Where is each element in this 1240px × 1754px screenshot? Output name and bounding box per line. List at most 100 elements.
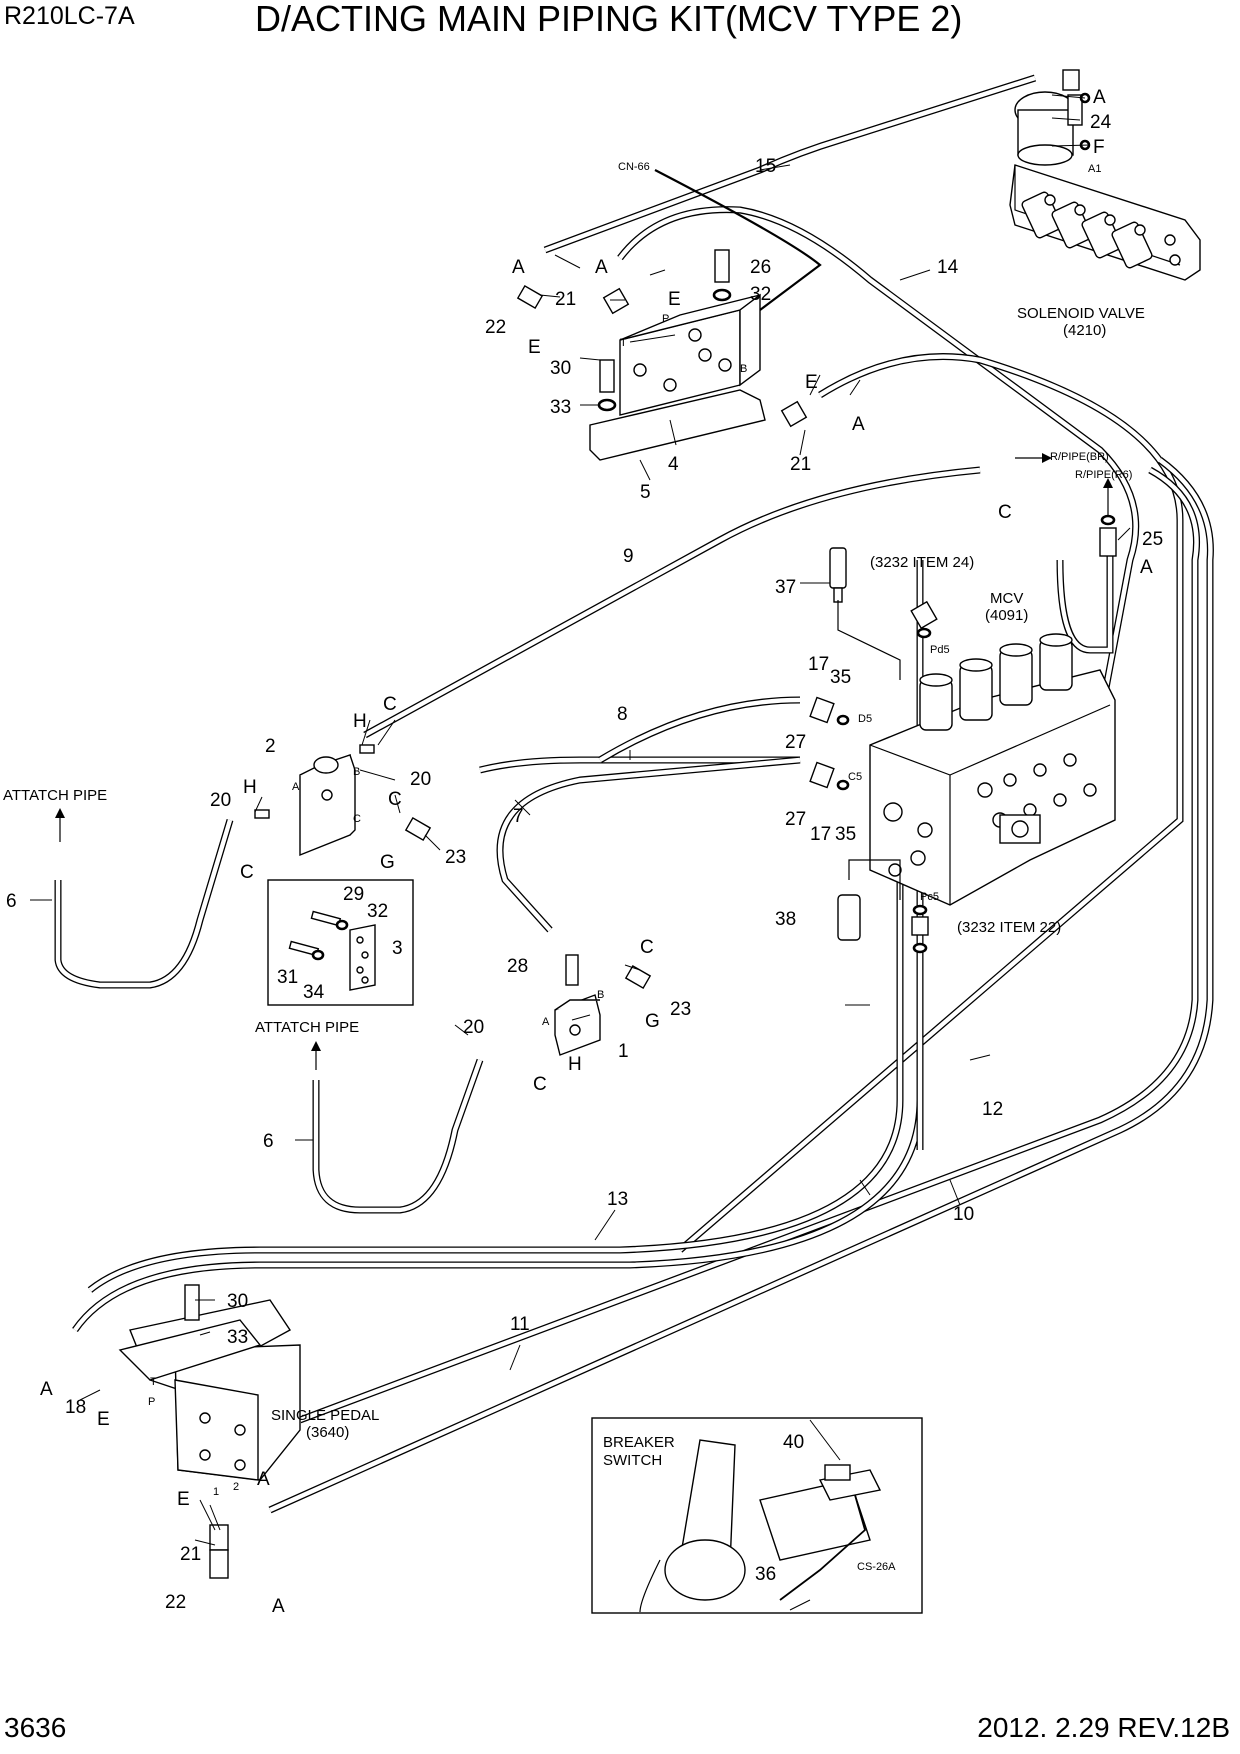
page-title: D/ACTING MAIN PIPING KIT(MCV TYPE 2) bbox=[255, 0, 963, 39]
connector-cs26a-label: CS-26A bbox=[857, 1561, 896, 1573]
callout-24: 24 bbox=[1090, 112, 1112, 133]
callout-a: A bbox=[1140, 557, 1153, 578]
pipe-lines bbox=[54, 74, 1214, 1514]
ref-item-24-label: (3232 ITEM 24) bbox=[870, 554, 974, 571]
page-number: 3636 bbox=[4, 1712, 67, 1743]
mcv-label-2: (4091) bbox=[985, 607, 1028, 624]
port-pd5-label: Pd5 bbox=[930, 644, 950, 656]
callout-a: A bbox=[40, 1379, 53, 1400]
callout-30: 30 bbox=[227, 1291, 248, 1312]
callout-35: 35 bbox=[835, 824, 856, 845]
callout-h: H bbox=[243, 777, 257, 798]
callout-c: C bbox=[240, 862, 254, 883]
port-d5-label: D5 bbox=[858, 713, 872, 725]
pedal-port-p: P bbox=[148, 1396, 155, 1408]
callout-37: 37 bbox=[775, 577, 796, 598]
solenoid-valve-label-1: SOLENOID VALVE bbox=[1017, 305, 1145, 322]
callout-28: 28 bbox=[507, 956, 528, 977]
callout-32: 32 bbox=[367, 901, 388, 922]
port-p-label: P bbox=[662, 313, 669, 325]
callout-9: 9 bbox=[623, 546, 634, 567]
callout-22: 22 bbox=[485, 317, 506, 338]
callout-7: 7 bbox=[513, 806, 524, 827]
callout-3: 3 bbox=[392, 938, 403, 959]
callout-22: 22 bbox=[165, 1592, 186, 1613]
callout-35: 35 bbox=[830, 667, 851, 688]
callout-20: 20 bbox=[210, 790, 231, 811]
callout-25: 25 bbox=[1142, 529, 1163, 550]
callout-c: C bbox=[383, 694, 397, 715]
callout-27: 27 bbox=[785, 809, 806, 830]
revision-date: 2012. 2.29 REV.12B bbox=[977, 1712, 1230, 1743]
callout-e: E bbox=[177, 1489, 190, 1510]
callout-h: H bbox=[568, 1054, 582, 1075]
ref-item-22-label: (3232 ITEM 22) bbox=[957, 919, 1061, 936]
callout-2: 2 bbox=[265, 736, 276, 757]
callout-c: C bbox=[388, 789, 402, 810]
callout-6: 6 bbox=[6, 891, 17, 912]
callout-e: E bbox=[97, 1409, 110, 1430]
callout-g: G bbox=[645, 1011, 660, 1032]
breaker-switch-label-1: BREAKER bbox=[603, 1434, 675, 1451]
breaker-switch-inset: BREAKER SWITCH CS-26A bbox=[591, 1417, 923, 1614]
single-pedal-label-1: SINGLE PEDAL bbox=[271, 1407, 379, 1424]
callout-5: 5 bbox=[640, 482, 651, 503]
callout-36: 36 bbox=[755, 1564, 776, 1585]
callout-38: 38 bbox=[775, 909, 796, 930]
port-b-label: B bbox=[740, 363, 747, 375]
callout-a: A bbox=[512, 257, 525, 278]
callout-13: 13 bbox=[607, 1189, 628, 1210]
breaker-switch-label-2: SWITCH bbox=[603, 1452, 662, 1469]
callout-c: C bbox=[998, 502, 1012, 523]
solenoid-valve-assembly: A1 SOLENOID VALVE (4210) bbox=[1009, 69, 1201, 339]
callout-23: 23 bbox=[445, 847, 466, 868]
callout-18: 18 bbox=[65, 1397, 86, 1418]
callout-20: 20 bbox=[410, 769, 431, 790]
callout-20: 20 bbox=[463, 1017, 484, 1038]
rpipe-r6-label: R/PIPE(R6) bbox=[1075, 469, 1132, 481]
callout-1: 1 bbox=[618, 1041, 629, 1062]
callout-a: A bbox=[272, 1596, 285, 1617]
detail-box bbox=[267, 879, 414, 1006]
callout-33: 33 bbox=[227, 1327, 248, 1348]
pedal-port-1: 1 bbox=[213, 1486, 219, 1498]
callout-23: 23 bbox=[670, 999, 691, 1020]
callout-17: 17 bbox=[810, 824, 831, 845]
callout-10: 10 bbox=[953, 1204, 974, 1225]
mcv-assembly: Pd5 D5 C5 Pc5 MCV (4091) bbox=[809, 514, 1117, 954]
callout-31: 31 bbox=[277, 967, 298, 988]
leader-lines bbox=[30, 94, 1131, 1611]
callout-c: C bbox=[533, 1074, 547, 1095]
bracket-lower-port-b: B bbox=[597, 989, 604, 1001]
callout-40: 40 bbox=[783, 1432, 804, 1453]
callout-a: A bbox=[852, 414, 865, 435]
callout-6: 6 bbox=[263, 1131, 274, 1152]
valve-block-assembly: P T B CN-66 bbox=[516, 161, 822, 461]
bracket-upper-port-a: A bbox=[292, 781, 300, 793]
callout-labels: A 24 F 15 14 A A 26 21 E 32 22 E 30 33 4… bbox=[6, 87, 1163, 1617]
callout-a: A bbox=[257, 1469, 270, 1490]
bracket-lower-port-a: A bbox=[542, 1016, 550, 1028]
callout-21: 21 bbox=[555, 289, 576, 310]
port-pc5-label: Pc5 bbox=[920, 891, 939, 903]
callout-8: 8 bbox=[617, 704, 628, 725]
callout-c: C bbox=[640, 937, 654, 958]
single-pedal-label-2: (3640) bbox=[306, 1424, 349, 1441]
callout-f: F bbox=[1093, 137, 1105, 158]
callout-26: 26 bbox=[750, 257, 771, 278]
callout-g: G bbox=[380, 852, 395, 873]
port-c5-label: C5 bbox=[848, 771, 862, 783]
callout-17: 17 bbox=[808, 654, 829, 675]
callout-4: 4 bbox=[668, 454, 679, 475]
callout-21: 21 bbox=[790, 454, 811, 475]
attach-pipe-label-1: ATTATCH PIPE bbox=[3, 787, 107, 804]
callout-30: 30 bbox=[550, 358, 571, 379]
callout-e: E bbox=[805, 372, 818, 393]
bracket-upper: A B C bbox=[254, 744, 432, 910]
bracket-upper-port-c: C bbox=[353, 813, 361, 825]
bracket-upper-port-b: B bbox=[353, 766, 360, 778]
callout-32: 32 bbox=[750, 284, 771, 305]
callout-29: 29 bbox=[343, 884, 364, 905]
mcv-label-1: MCV bbox=[990, 590, 1023, 607]
